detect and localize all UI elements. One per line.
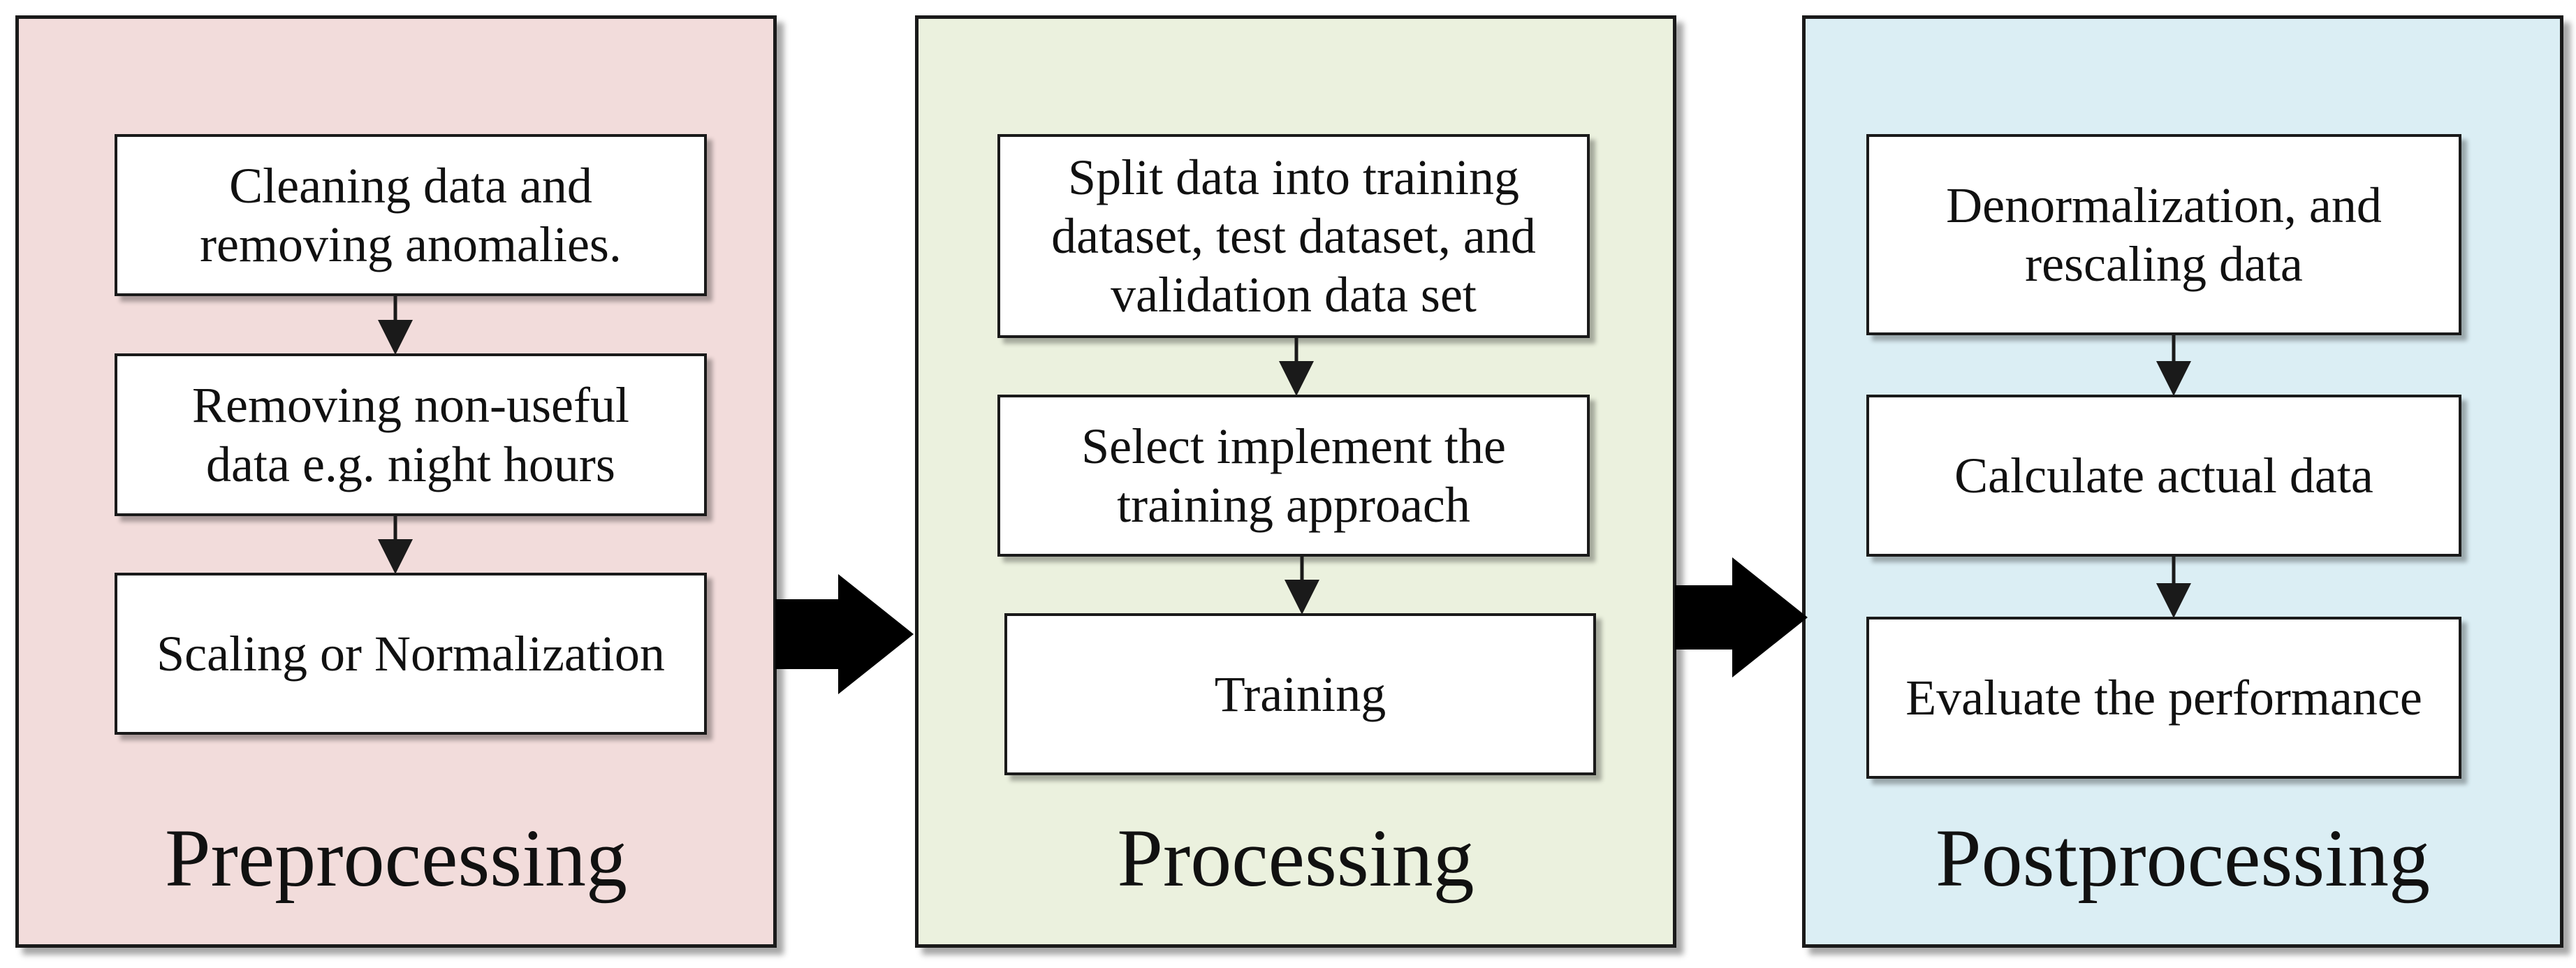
preprocessing-label: Preprocessing — [165, 812, 627, 904]
preprocessing-step-3-text: Scaling or Normalization — [156, 625, 665, 682]
postprocessing-label: Postprocessing — [1935, 812, 2430, 904]
postprocessing-step-1: Denormalization, and rescaling data — [1866, 134, 2461, 335]
postprocessing-step-3-text: Evaluate the performance — [1905, 669, 2422, 726]
processing-step-1-text: Split data into training dataset, test d… — [1051, 149, 1536, 323]
processing-step-3-text: Training — [1214, 666, 1386, 722]
postprocessing-step-2-text: Calculate actual data — [1954, 447, 2373, 504]
block-arrow-1 — [775, 574, 914, 694]
preprocessing-step-3: Scaling or Normalization — [115, 573, 707, 735]
postprocessing-step-1-text: Denormalization, and rescaling data — [1946, 177, 2382, 292]
processing-label: Processing — [1117, 812, 1474, 904]
preprocessing-step-2-text: Removing non-useful data e.g. night hour… — [192, 377, 629, 492]
preprocessing-step-1-text: Cleaning data and removing anomalies. — [200, 157, 622, 272]
processing-step-3: Training — [1004, 613, 1596, 775]
postprocessing-step-2: Calculate actual data — [1866, 395, 2461, 557]
preprocessing-step-2: Removing non-useful data e.g. night hour… — [115, 353, 707, 516]
block-arrow-2 — [1675, 557, 1808, 677]
processing-step-1: Split data into training dataset, test d… — [997, 134, 1590, 338]
preprocessing-step-1: Cleaning data and removing anomalies. — [115, 134, 707, 296]
postprocessing-step-3: Evaluate the performance — [1866, 617, 2461, 779]
processing-step-2: Select implement the training approach — [997, 395, 1590, 557]
processing-step-2-text: Select implement the training approach — [1081, 418, 1506, 533]
